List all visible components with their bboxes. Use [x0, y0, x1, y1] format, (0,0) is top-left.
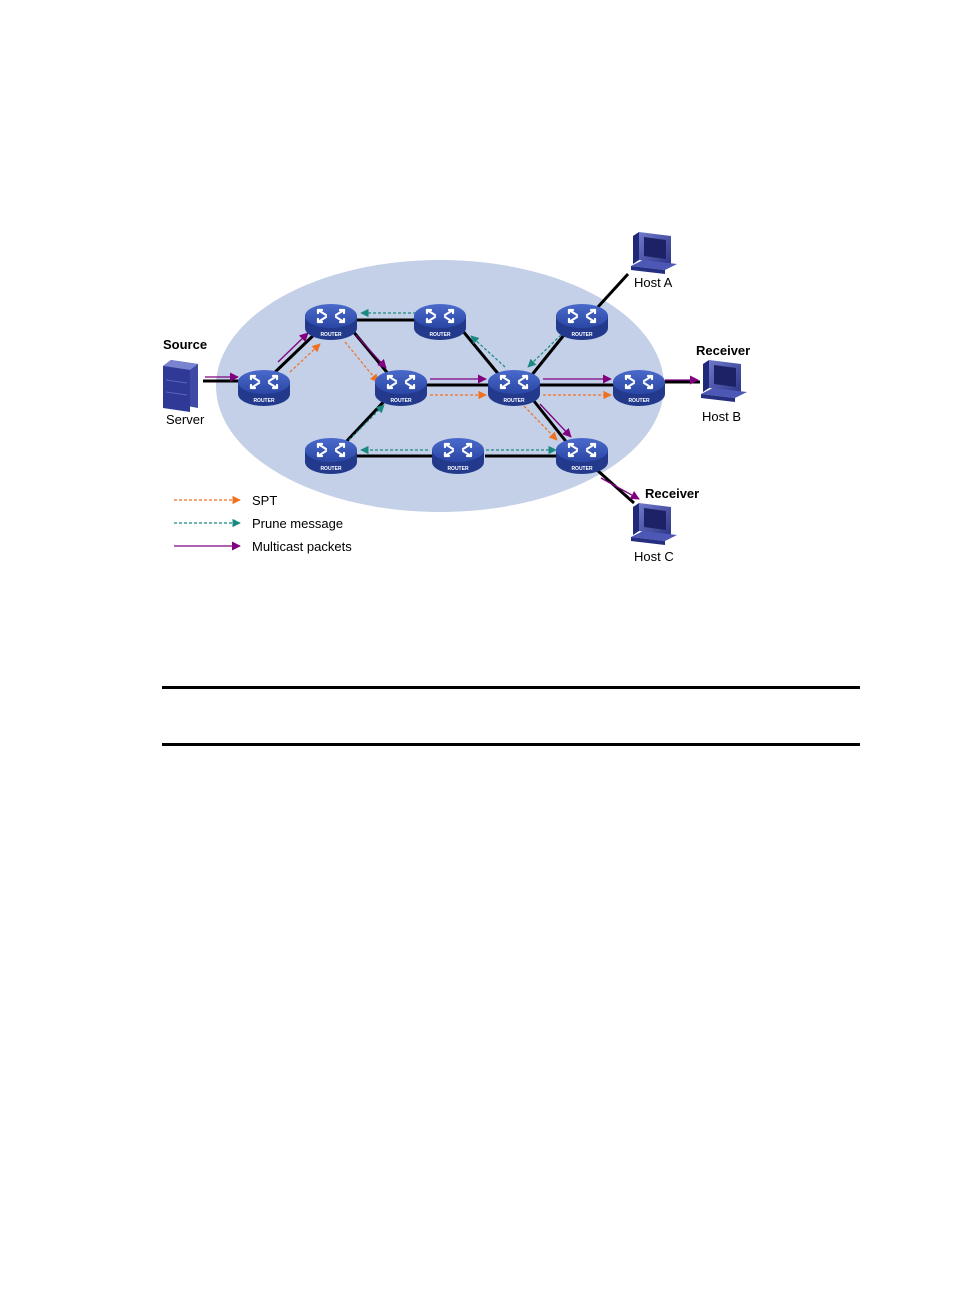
router-label: ROUTER [571, 332, 593, 338]
source-title: Source [163, 337, 207, 352]
prune-arrows [348, 308, 562, 455]
router-label: ROUTER [320, 466, 342, 472]
router-icon: ROUTER [431, 436, 485, 476]
router-icon: ROUTER [555, 302, 609, 342]
router-icon: ROUTER [487, 368, 541, 408]
note-bottom-rule [162, 743, 860, 746]
legend-spt-label: SPT [252, 493, 277, 508]
host-b-role: Receiver [696, 343, 750, 358]
router-label: ROUTER [447, 466, 469, 472]
router-label: ROUTER [628, 398, 650, 404]
host-c-role: Receiver [645, 486, 699, 501]
pc-icon [701, 360, 747, 402]
server-label: Server [166, 412, 205, 427]
host-b-label: Host B [702, 409, 741, 424]
router-icon: ROUTER [237, 368, 291, 408]
router-label: ROUTER [571, 466, 593, 472]
spt-arrows [289, 341, 612, 441]
legend-multicast-label: Multicast packets [252, 539, 352, 554]
host-a-label: Host A [634, 275, 673, 290]
router-icon: ROUTER [304, 302, 358, 342]
router-icon: ROUTER [555, 436, 609, 476]
server-icon [163, 360, 198, 412]
multicast-arrows [205, 332, 699, 500]
host-c-label: Host C [634, 549, 674, 564]
router-label: ROUTER [429, 332, 451, 338]
pc-icon [631, 503, 677, 545]
router-label: ROUTER [503, 398, 525, 404]
router-label: ROUTER [253, 398, 275, 404]
router-icon: ROUTER [374, 368, 428, 408]
router-label: ROUTER [320, 332, 342, 338]
pc-icon [631, 232, 677, 274]
router-icon: ROUTER [304, 436, 358, 476]
router-label: ROUTER [390, 398, 412, 404]
legend-prune-label: Prune message [252, 516, 343, 531]
router-icon: ROUTER [612, 368, 666, 408]
router-icon: ROUTER [413, 302, 467, 342]
note-top-rule [162, 686, 860, 689]
routers: ROUTER ROUTER ROUTER ROUTER ROUTER ROUTE… [237, 302, 666, 476]
legend: SPT Prune message Multicast packets [174, 493, 352, 554]
